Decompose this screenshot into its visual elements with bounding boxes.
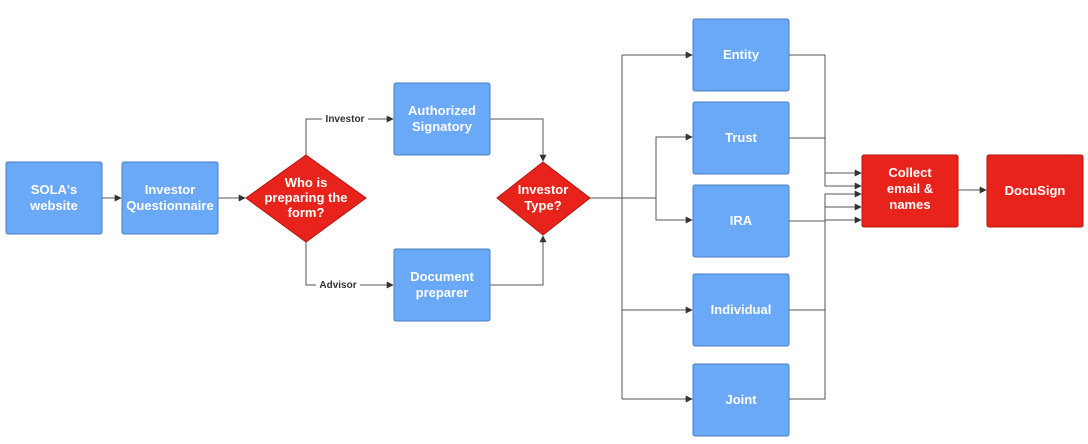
investor-edge-label: Investor bbox=[326, 114, 365, 125]
solas-website-line2: website bbox=[29, 198, 78, 213]
investor-questionnaire-line1: Investor bbox=[145, 182, 196, 197]
edge-preparer-type bbox=[490, 235, 547, 286]
edge-decision-preparer bbox=[305, 242, 394, 289]
collect-line3: names bbox=[889, 197, 930, 212]
node-document-preparer: Document preparer bbox=[393, 248, 491, 322]
who-prepares-line3: form? bbox=[288, 205, 325, 220]
ira-label: IRA bbox=[730, 213, 753, 228]
investor-label-bg bbox=[322, 112, 368, 125]
node-collect-email-names: Collect email & names bbox=[861, 154, 959, 228]
who-prepares-line2: preparing the bbox=[264, 190, 347, 205]
decision-investor-type: Investor Type? bbox=[496, 161, 591, 236]
entity-label: Entity bbox=[723, 47, 760, 62]
node-trust: Trust bbox=[692, 101, 790, 175]
edge-entity-collect bbox=[789, 54, 862, 177]
node-authorized-signatory: Authorized Signatory bbox=[393, 82, 491, 156]
individual-label: Individual bbox=[711, 302, 772, 317]
collect-line1: Collect bbox=[888, 165, 932, 180]
node-individual: Individual bbox=[692, 273, 790, 347]
document-preparer-line1: Document bbox=[410, 269, 474, 284]
connectors bbox=[102, 51, 987, 403]
edge-joint-collect bbox=[789, 216, 862, 400]
collect-line2: email & bbox=[887, 181, 933, 196]
node-joint: Joint bbox=[692, 363, 790, 437]
authorized-signatory-line2: Signatory bbox=[412, 119, 473, 134]
node-investor-questionnaire: Investor Questionnaire bbox=[121, 161, 219, 235]
trust-label: Trust bbox=[725, 130, 757, 145]
edge-branch-mid bbox=[622, 133, 693, 199]
investor-type-line2: Type? bbox=[524, 198, 561, 213]
document-preparer-line2: preparer bbox=[416, 285, 469, 300]
node-ira: IRA bbox=[692, 184, 790, 258]
edge-trust-collect bbox=[789, 137, 862, 190]
node-docusign: DocuSign bbox=[986, 154, 1084, 228]
edge-signatory-type bbox=[490, 118, 547, 162]
edge-branch-ira bbox=[655, 198, 693, 224]
advisor-label-bg bbox=[316, 278, 360, 291]
investor-type-line1: Investor bbox=[518, 182, 569, 197]
node-entity: Entity bbox=[692, 18, 790, 92]
who-prepares-line1: Who is bbox=[285, 175, 328, 190]
advisor-edge-label: Advisor bbox=[319, 280, 356, 291]
joint-label: Joint bbox=[725, 392, 757, 407]
node-solas-website: SOLA's website bbox=[5, 161, 103, 235]
decision-who-prepares: Who is preparing the form? bbox=[245, 154, 367, 243]
solas-website-line1: SOLA's bbox=[31, 182, 77, 197]
authorized-signatory-line1: Authorized bbox=[408, 103, 476, 118]
docusign-label: DocuSign bbox=[1005, 183, 1066, 198]
investor-questionnaire-line2: Questionnaire bbox=[126, 198, 213, 213]
